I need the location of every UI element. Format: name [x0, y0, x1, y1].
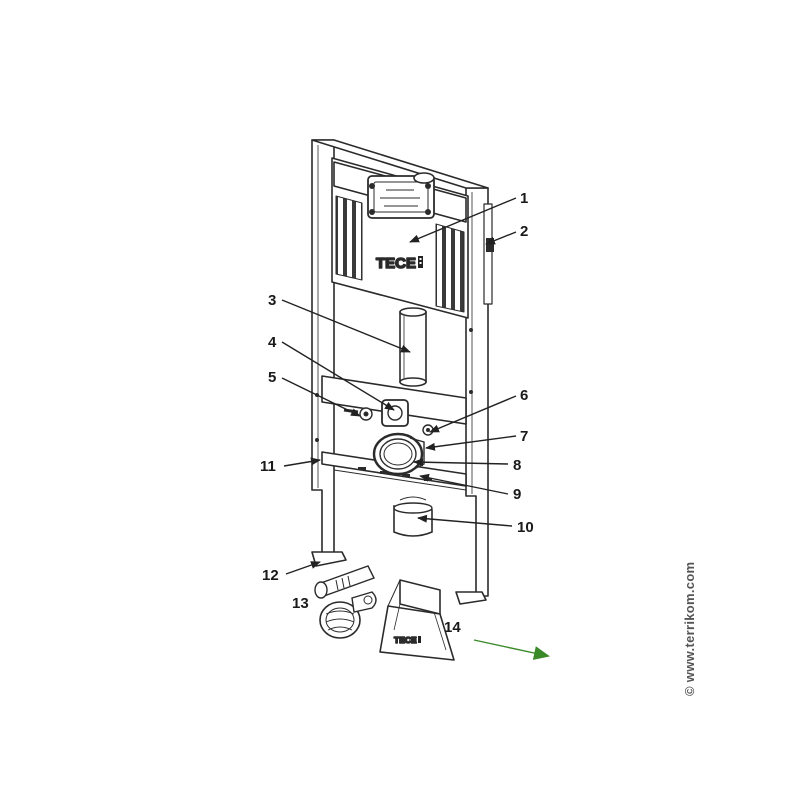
cistern: TECE [331, 157, 494, 319]
leader-9 [419, 473, 509, 495]
leader-11 [283, 457, 321, 467]
callout-14: 14 [444, 619, 461, 636]
spare-parts-bag: TECE [379, 579, 455, 661]
connector-set [314, 565, 377, 639]
callout-13: 13 [292, 595, 309, 612]
leader-2 [485, 231, 517, 245]
leader-3 [281, 299, 411, 353]
left-foot [311, 551, 347, 567]
frame-left-upright [311, 139, 335, 561]
callout-10: 10 [517, 519, 534, 536]
callout-5: 5 [268, 369, 276, 386]
leader-4 [281, 341, 395, 411]
callout-11: 11 [260, 458, 276, 475]
connections [343, 399, 434, 537]
leader-1 [409, 197, 517, 243]
callout-8: 8 [513, 457, 521, 474]
callout-7: 7 [520, 428, 528, 445]
callout-labels: 1 2 3 4 5 6 7 8 9 10 11 12 13 14 [260, 190, 534, 636]
callout-6: 6 [520, 387, 528, 404]
bag-logo: TECE [393, 634, 421, 646]
cistern-logo-text: TECE [376, 255, 416, 272]
right-foot [455, 591, 487, 605]
callout-2: 2 [520, 223, 528, 240]
flush-pipe [399, 307, 427, 387]
leader-6 [429, 395, 517, 433]
highlight-arrow [473, 639, 550, 660]
leader-5 [281, 377, 361, 417]
watermark: © www.terrikom.com [682, 561, 697, 696]
leader-lines [281, 197, 517, 575]
frame-top-rail [311, 139, 489, 189]
leader-12 [285, 561, 321, 575]
callout-12: 12 [262, 567, 279, 584]
leader-7 [425, 435, 517, 451]
bag-logo-text: TECE [394, 635, 417, 645]
callout-9: 9 [513, 486, 521, 503]
callout-1: 1 [520, 190, 528, 207]
cistern-logo: TECE [375, 254, 423, 273]
leader-8 [413, 458, 509, 467]
callout-4: 4 [268, 334, 277, 351]
leader-10 [417, 514, 513, 527]
callout-3: 3 [268, 292, 276, 309]
